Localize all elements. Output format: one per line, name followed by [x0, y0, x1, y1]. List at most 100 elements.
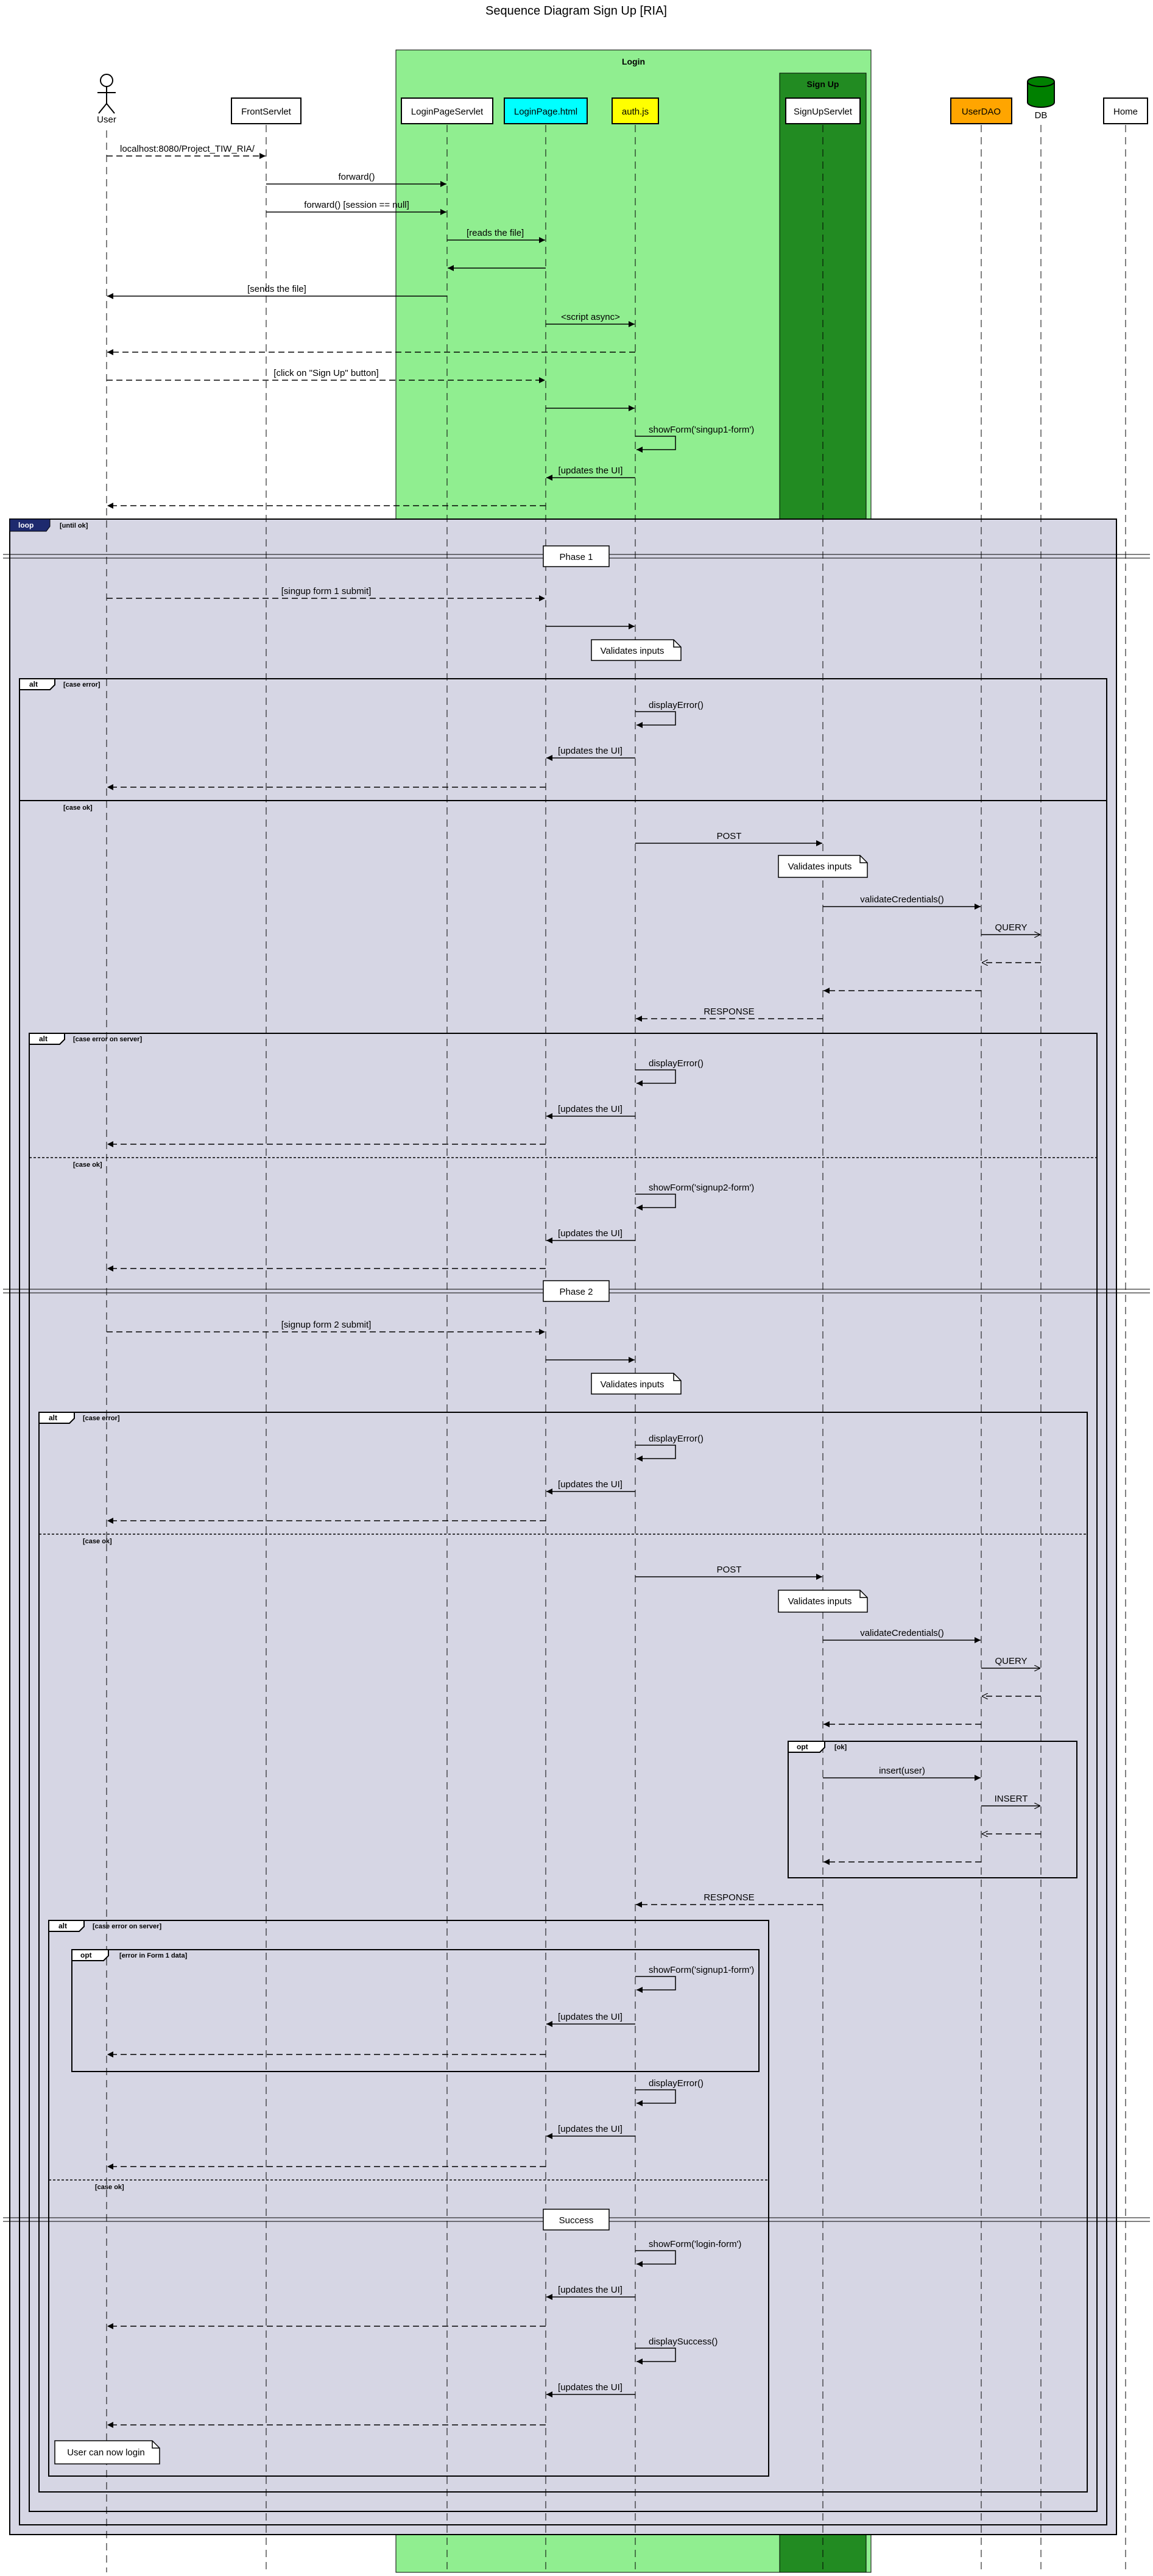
participant-loginpagehtml-label: LoginPage.html	[514, 107, 577, 117]
participant-home-label: Home	[1113, 107, 1138, 117]
alt1-tag	[19, 678, 55, 690]
message-label: forward()	[338, 172, 375, 182]
message-label: POST	[717, 1565, 742, 1575]
alt1-else-guard: [case ok]	[63, 804, 93, 812]
self-call-arrow	[635, 2250, 676, 2267]
success-divider: Success	[3, 2209, 1150, 2231]
opt2-keyword: opt	[80, 1951, 92, 1959]
participant-userdao	[950, 97, 1012, 124]
message-label: [updates the UI]	[558, 1479, 622, 1490]
participant-authjs-label: auth.js	[622, 107, 649, 117]
self-call-arrow	[635, 711, 676, 728]
user-actor-icon	[100, 74, 113, 87]
message-label: validateCredentials()	[860, 894, 944, 905]
alt1-guard: [case error]	[63, 681, 100, 688]
alt3-keyword: alt	[49, 1414, 57, 1422]
message-label: forward() [session == null]	[304, 200, 409, 210]
message-label: [updates the UI]	[558, 746, 622, 756]
participant-authjs	[612, 97, 659, 124]
note-validates-srv-2: Validates inputs	[778, 1590, 868, 1613]
self-call-arrow	[635, 1194, 676, 1211]
loop-tag	[9, 518, 51, 532]
actor-user: User	[97, 74, 116, 125]
message-label: INSERT	[995, 1794, 1028, 1804]
note-validates-2: Validates inputs	[591, 1373, 682, 1395]
self-call-arrow	[635, 1445, 676, 1462]
message-label: [updates the UI]	[558, 1104, 622, 1114]
alt4-fragment	[48, 1920, 769, 2477]
note-user-can-login: User can now login	[54, 2440, 160, 2465]
note-validates-1: Validates inputs	[591, 639, 682, 661]
signup-group-title: Sign Up	[807, 79, 839, 89]
participant-home	[1103, 97, 1148, 124]
alt3-fragment	[38, 1412, 1088, 2493]
message-label: [updates the UI]	[558, 1228, 622, 1239]
message-label: QUERY	[995, 1656, 1027, 1666]
self-call-arrow	[635, 1069, 676, 1086]
alt2-fragment	[29, 1033, 1098, 2512]
alt2-tag	[29, 1033, 65, 1045]
participant-signupservlet-label: SignUpServlet	[794, 107, 853, 117]
message-label: [singup form 1 submit]	[281, 586, 372, 596]
message-label: showForm('signup1-form')	[649, 1965, 754, 1975]
opt2-guard: [error in Form 1 data]	[119, 1952, 188, 1959]
alt3-else-guard: [case ok]	[83, 1538, 112, 1545]
participant-loginpageservlet	[401, 97, 493, 124]
alt4-guard: [case error on server]	[93, 1923, 161, 1930]
phase1-divider: Phase 1	[3, 545, 1150, 567]
message-label: showForm('login-form')	[649, 2239, 741, 2249]
phase1-label: Phase 1	[559, 552, 593, 562]
participant-frontservlet-label: FrontServlet	[241, 107, 292, 117]
message-label: [updates the UI]	[558, 2382, 622, 2393]
participant-userdao-label: UserDAO	[962, 107, 1001, 117]
self-call-arrow	[635, 436, 676, 453]
alt2-keyword: alt	[39, 1035, 48, 1043]
message-label: [click on "Sign Up" button]	[273, 368, 378, 378]
message-label: [signup form 2 submit]	[281, 1320, 372, 1330]
message-label: RESPONSE	[703, 1007, 754, 1017]
note-validates-srv-2-text: Validates inputs	[788, 1596, 852, 1607]
message-label: [updates the UI]	[559, 465, 623, 476]
login-group-title: Login	[622, 57, 645, 66]
message-label: showForm('signup2-form')	[649, 1183, 754, 1193]
message-label: [reads the file]	[467, 228, 524, 238]
message-label: [updates the UI]	[558, 2285, 622, 2295]
message-label: [updates the UI]	[558, 2012, 622, 2022]
message-label: displaySuccess()	[649, 2337, 718, 2347]
participant-user-label: User	[97, 115, 116, 125]
message-label: displayError()	[649, 2078, 703, 2089]
alt4-else-guard: [case ok]	[95, 2184, 124, 2191]
opt1-keyword: opt	[797, 1743, 808, 1751]
participant-signupservlet	[785, 97, 861, 124]
message-label: displayError()	[649, 700, 703, 710]
loop-keyword: loop	[18, 521, 33, 529]
note-validates-2-text: Validates inputs	[601, 1379, 665, 1390]
message-label: <script async>	[561, 312, 620, 322]
opt2-tag	[71, 1949, 109, 1961]
alt2-guard: [case error on server]	[73, 1036, 142, 1043]
self-call-arrow	[635, 1976, 676, 1993]
self-call-arrow	[635, 2348, 676, 2365]
participant-db-label: DB	[1035, 110, 1048, 121]
lifelines	[106, 125, 1126, 2572]
loop-guard: [until ok]	[60, 522, 88, 529]
participant-loginpagehtml	[504, 97, 588, 124]
note-validates-1-text: Validates inputs	[601, 646, 665, 656]
message-label: displayError()	[649, 1434, 703, 1444]
database-db-icon: DB	[1027, 76, 1055, 121]
alt4-keyword: alt	[58, 1922, 67, 1930]
message-label: [sends the file]	[247, 284, 306, 294]
opt2-fragment	[71, 1949, 760, 2072]
alt4-tag	[48, 1920, 85, 1932]
diagram-title: Sequence Diagram Sign Up [RIA]	[485, 4, 667, 18]
note-validates-srv-1-text: Validates inputs	[788, 862, 852, 872]
phase2-label: Phase 2	[559, 1287, 593, 1297]
note-user-can-login-text: User can now login	[67, 2447, 145, 2458]
message-label: [updates the UI]	[558, 2124, 622, 2134]
participant-loginpageservlet-label: LoginPageServlet	[411, 107, 484, 117]
message-label: validateCredentials()	[860, 1628, 944, 1638]
alt2-else-guard: [case ok]	[73, 1161, 102, 1169]
message-label: showForm('singup1-form')	[649, 425, 754, 435]
message-label: localhost:8080/Project_TIW_RIA/	[120, 144, 255, 154]
